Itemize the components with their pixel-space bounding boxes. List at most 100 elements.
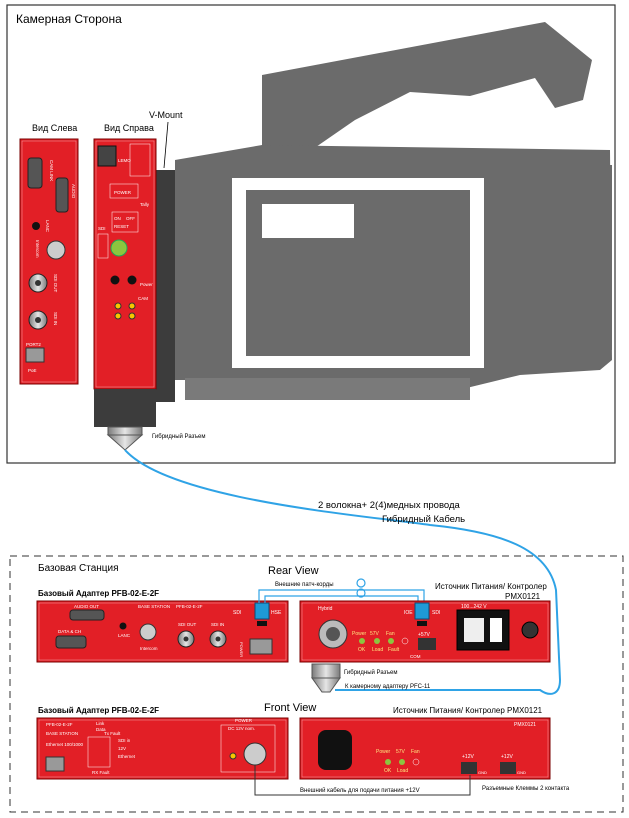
vmount-plate: V-Mount xyxy=(149,110,183,402)
cable-label-line2: Гибридный Кабель xyxy=(382,514,465,525)
rear-view-label: Rear View xyxy=(268,565,319,577)
left-view-label: Вид Слева xyxy=(32,123,77,133)
rear-adapter-label-sdi-out: SDI OUT xyxy=(178,622,197,627)
cam-link-dsub xyxy=(27,157,43,189)
audio-dsub xyxy=(55,177,69,213)
intercom-xlr xyxy=(46,240,66,260)
rear-adapter-label-audio-out: AUDIO OUT xyxy=(74,604,99,609)
rear-adapter-label-data: DATA & CH xyxy=(58,629,81,634)
left-port-label-port2: PORT2 xyxy=(26,342,41,347)
rear-psu-fan-label: Fan xyxy=(386,631,395,637)
left-port-label-lanc: LANC xyxy=(45,220,50,233)
front-adapter-label-link: Link xyxy=(96,721,105,726)
front-psu-title: Источник Питания/ Контролер PMX0121 xyxy=(393,706,543,715)
camera-hybrid-connector-label: Гибридный Разъем xyxy=(152,433,205,440)
rear-adapter-title: Базовый Адаптер PFB-02-E-2F xyxy=(38,589,159,598)
front-adapter-title: Базовый Адаптер PFB-02-E-2F xyxy=(38,706,159,715)
front-psu-power-label: Power xyxy=(376,749,391,755)
rear-psu-title: Источник Питания/ Контролер xyxy=(435,582,547,591)
right-jack-2 xyxy=(127,275,137,285)
cable-label-line1: 2 волокна+ 2(4)медных провода xyxy=(318,500,461,511)
rear-psu-57v-terminal-label: +57V xyxy=(418,632,430,638)
rear-adapter-label-sdi-in: SDI IN xyxy=(211,622,224,627)
front-adapter-label-rxfault: RX Fault xyxy=(92,770,110,775)
right-view-panel: LEMO POWER SDI ON OFF RESET Tally Power … xyxy=(93,138,157,390)
external-cable-label: Внешний кабель для подачи питания +12V xyxy=(300,787,420,794)
right-port-label-power: POWER xyxy=(114,190,132,195)
lanc-jack xyxy=(32,222,40,230)
right-port-label-off: OFF xyxy=(126,216,135,221)
lemo-connector xyxy=(97,145,117,167)
right-port-label-reset: RESET xyxy=(114,224,129,229)
patch-cords-label: Внешние патч-корды xyxy=(275,582,334,588)
base-station-frame: Базовая Станция xyxy=(9,555,624,813)
rear-adapter-panel: AUDIO OUT BASE STATION PFB-02-E-2F SDI H… xyxy=(36,600,289,663)
front-adapter-label-ethernet2: Ethernet xyxy=(118,754,136,759)
front-psu-gnd-b-label: GND xyxy=(517,770,526,775)
rear-adapter-label-lanc: LANC xyxy=(118,633,131,638)
camera-adapter-base: Гибридный Разъем xyxy=(94,389,205,451)
front-adapter-power-xlr xyxy=(243,742,267,766)
front-psu-12v-b-label: +12V xyxy=(501,754,513,760)
front-psu-model-label: PMX0121 xyxy=(514,722,536,728)
fuse-holder xyxy=(521,621,539,639)
terminal-clamps-label: Разъемные Клеммы 2 контакта xyxy=(482,786,570,792)
front-adapter-label-model: PFB-02-E-2F xyxy=(46,722,73,727)
rear-psu-sdi-label: SDI xyxy=(432,610,440,616)
front-adapter-label-txfault: Tx Fault xyxy=(104,731,121,736)
right-port-label-power2: Power xyxy=(140,282,153,287)
power-led-button xyxy=(110,239,128,257)
rear-psu-model: PMX0121 xyxy=(505,592,541,601)
port2-ethernet xyxy=(25,347,45,363)
rear-psu-hybrid-label: Hybrid xyxy=(318,606,333,612)
front-psu-load-label: Load xyxy=(397,768,408,774)
rear-adapter-label-hse: HSE xyxy=(271,610,282,616)
left-port-label-sdi-out: SDI OUT xyxy=(53,274,58,293)
left-port-label-intercom: Intercom xyxy=(35,240,40,258)
rear-adapter-label-sdi: SDI xyxy=(233,610,241,616)
front-adapter-label-power: POWER xyxy=(235,718,253,723)
rear-psu-ok-label: OK xyxy=(358,647,366,653)
front-psu-12v-a-label: +12V xyxy=(462,754,474,760)
right-view-label: Вид Справа xyxy=(104,123,154,133)
rear-psu-power-label: Power xyxy=(352,631,367,637)
rear-psu-voltage-label: 100...242 V xyxy=(461,604,487,610)
right-port-label-tally: Tally xyxy=(140,202,150,207)
left-view-panel: PORT2 PoE CAM LINK AUDIO LANC Intercom S… xyxy=(19,138,79,385)
rear-adapter-label-intercom: Intercom xyxy=(140,646,158,651)
rear-adapter-label-model: PFB-02-E-2F xyxy=(176,604,203,609)
front-psu-gnd-a-label: GND xyxy=(478,770,487,775)
right-jack-1 xyxy=(110,275,120,285)
rear-adapter-label-base-station: BASE STATION xyxy=(138,604,170,609)
rear-psu-load-label: Load xyxy=(372,647,383,653)
rear-psu-57v-label: 57V xyxy=(370,631,380,637)
front-adapter-label-ethernet: Ethernet 100/1000 xyxy=(46,742,84,747)
front-view-label: Front View xyxy=(264,702,316,714)
tally-led-4 xyxy=(128,312,136,320)
tally-led-3 xyxy=(114,312,122,320)
base-station-title: Базовая Станция xyxy=(38,563,119,574)
rear-adapter-label-power: POWER xyxy=(239,642,244,657)
camera-window xyxy=(232,178,484,368)
camera-side-title: Камерная Сторона xyxy=(16,12,122,26)
front-adapter-panel: PFB-02-E-2F BASE STATION Ethernet 100/10… xyxy=(36,717,289,780)
rear-psu-com-label: COM xyxy=(410,654,421,659)
front-adapter-label-sdi-in: SDI in xyxy=(118,738,131,743)
rear-psu-panel: Hybrid SDI IOE 100...242 V +57V COM Powe… xyxy=(299,600,551,663)
base-hybrid-connector-label: Гибридный Разъем xyxy=(344,669,397,676)
right-port-label-lemo: LEMO xyxy=(118,158,131,163)
right-port-label-on: ON xyxy=(114,216,121,221)
left-port-label-poe: PoE xyxy=(28,368,37,373)
patch-cords xyxy=(258,578,425,603)
tally-led-2 xyxy=(128,302,136,310)
front-psu-vent xyxy=(318,730,352,770)
front-psu-panel: PMX0121 Power 57V Fan OK Load +12V +12V … xyxy=(299,717,551,780)
tally-led-1 xyxy=(114,302,122,310)
front-psu-terminal-b xyxy=(500,762,516,774)
front-adapter-label-base: BASE STATION xyxy=(46,731,78,736)
front-adapter-power-switch xyxy=(229,752,237,760)
front-psu-57v-label: 57V xyxy=(396,749,406,755)
front-psu-terminal-a xyxy=(461,762,477,774)
front-psu-fan-label: Fan xyxy=(411,749,420,755)
